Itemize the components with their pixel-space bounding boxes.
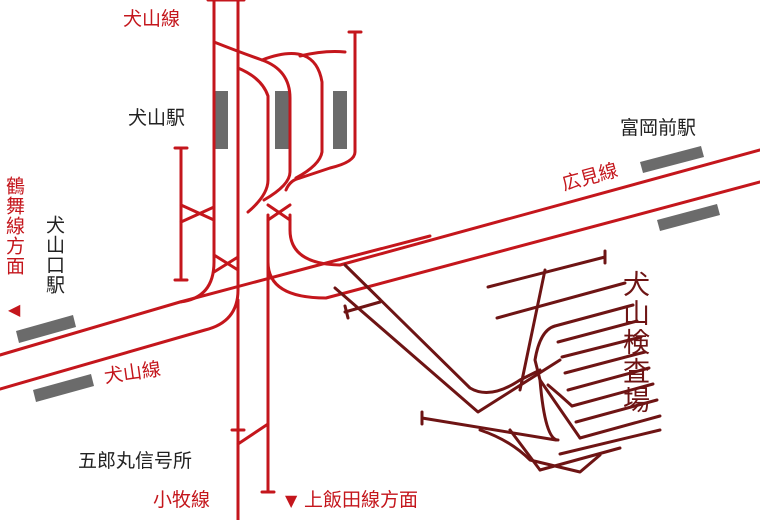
depot-track-f (563, 350, 647, 375)
goromaru-crossover (236, 422, 270, 446)
inuyama-line-track-right (0, 0, 240, 391)
depot-track-k (558, 428, 662, 456)
goromaru-signal-station-label: 五郎丸信号所 (78, 450, 193, 472)
depot-track-c (553, 303, 635, 328)
tomioka-platform-upper (640, 146, 704, 173)
tomioka-mae-station-label: 富岡前駅 (620, 117, 697, 139)
depot-stub-1-end (343, 304, 350, 320)
down-arrow-icon: ▼ (285, 491, 298, 510)
depot-track-o (508, 428, 542, 472)
depot-lead-2 (333, 286, 562, 414)
crossover-left-a (179, 203, 216, 222)
hiromi-crossover-line (178, 234, 432, 304)
depot-track-d (556, 319, 639, 344)
depot-ladder-3 (546, 383, 574, 408)
depot-track-b (495, 281, 627, 320)
station-loop-4 (298, 50, 347, 58)
inuyamaguchi-station-label: 犬山口駅 (43, 215, 65, 295)
platforms (16, 91, 720, 402)
depot-ladder-2 (533, 324, 560, 442)
crossover-mid-a (212, 253, 240, 272)
depot-ladder-4 (538, 378, 582, 440)
depot-stub-1 (343, 300, 382, 314)
komaki-line-label: 小牧線 (153, 489, 211, 511)
station-loop-2 (236, 66, 270, 214)
left-arrow-icon: ◀ (8, 300, 21, 319)
depot-track-h (570, 382, 655, 408)
inuyama-station-label: 犬山駅 (128, 107, 186, 129)
inuyama-platform-3 (333, 91, 347, 149)
inuyama-platform-1 (214, 91, 228, 149)
crossover-station-b (266, 203, 292, 222)
tomioka-platform-lower (657, 204, 720, 231)
crossover-left-b (179, 205, 216, 224)
inuyama-inspection-depot-label: 犬山検査場 (618, 270, 649, 415)
inuyama-platform-2 (275, 91, 289, 149)
depot-track-i (574, 398, 659, 424)
depot-tracks (333, 249, 662, 474)
kamiiida-line-direction-label: 上飯田線方面 (304, 489, 419, 511)
station-loop-1 (212, 40, 292, 202)
depot-track-g (566, 366, 651, 392)
depot-track-m (420, 416, 558, 442)
depot-track-a (486, 255, 607, 289)
depot-track-e (560, 335, 643, 359)
inuyamaguchi-platform-lower (33, 374, 94, 402)
inuyama-line-top-label: 犬山線 (123, 8, 181, 30)
crossover-mid-b (212, 255, 240, 274)
depot-track-j (578, 414, 662, 440)
depot-ladder-1 (518, 268, 547, 392)
depot-lead-1 (343, 263, 542, 394)
stub-track-right (284, 30, 357, 192)
station-loop-3 (260, 52, 324, 180)
depot-track-n (478, 428, 602, 474)
hiromi-line-track-upper (288, 148, 760, 267)
kakumi-line-direction-label: 鶴舞線方面 (3, 176, 25, 276)
inuyamaguchi-platform-upper (16, 315, 76, 343)
